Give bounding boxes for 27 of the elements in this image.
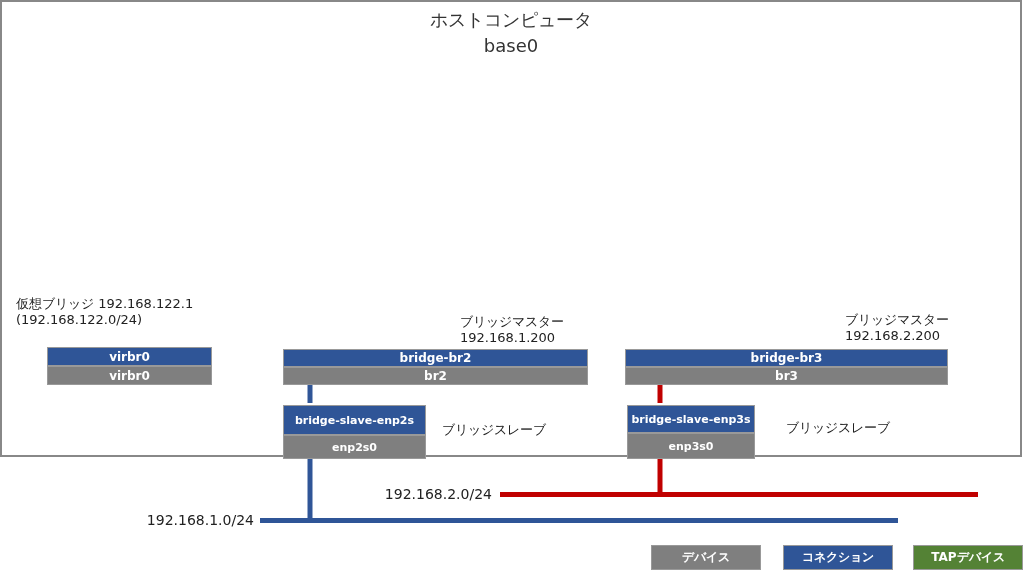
device-band: enp2s0 <box>283 435 426 459</box>
connection-band: bridge-slave-enp3s <box>627 405 755 433</box>
host-title: ホストコンピュータ <box>429 8 593 32</box>
connection-band: bridge-slave-enp2s <box>283 405 426 435</box>
connection-band: bridge-br2 <box>283 349 588 367</box>
legend-swatch: TAPデバイス <box>913 545 1023 570</box>
connection-line <box>657 383 663 403</box>
host-frame <box>0 0 1022 457</box>
node-note: ブリッジスレーブ <box>786 420 891 436</box>
device-band: br2 <box>283 367 588 385</box>
host-name: base0 <box>482 34 540 58</box>
connection-line <box>657 457 663 495</box>
legend-swatch: コネクション <box>783 545 893 570</box>
connection-band: bridge-br3 <box>625 349 948 367</box>
node-note: ブリッジマスター 192.168.1.200 <box>460 314 565 346</box>
node-note: ブリッジマスター 192.168.2.200 <box>845 312 950 344</box>
device-band: br3 <box>625 367 948 385</box>
network-address: 192.168.2.0/24 <box>383 486 492 502</box>
legend-swatch: デバイス <box>651 545 761 570</box>
node-note: ブリッジスレーブ <box>442 422 547 438</box>
connection-band: virbr0 <box>47 347 212 366</box>
connection-line <box>307 457 313 521</box>
device-band: enp3s0 <box>627 433 755 459</box>
device-band: virbr0 <box>47 366 212 385</box>
network-address: 192.168.1.0/24 <box>145 512 254 528</box>
node-note: 仮想ブリッジ 192.168.122.1 (192.168.122.0/24) <box>16 296 195 328</box>
connection-line <box>307 383 313 403</box>
